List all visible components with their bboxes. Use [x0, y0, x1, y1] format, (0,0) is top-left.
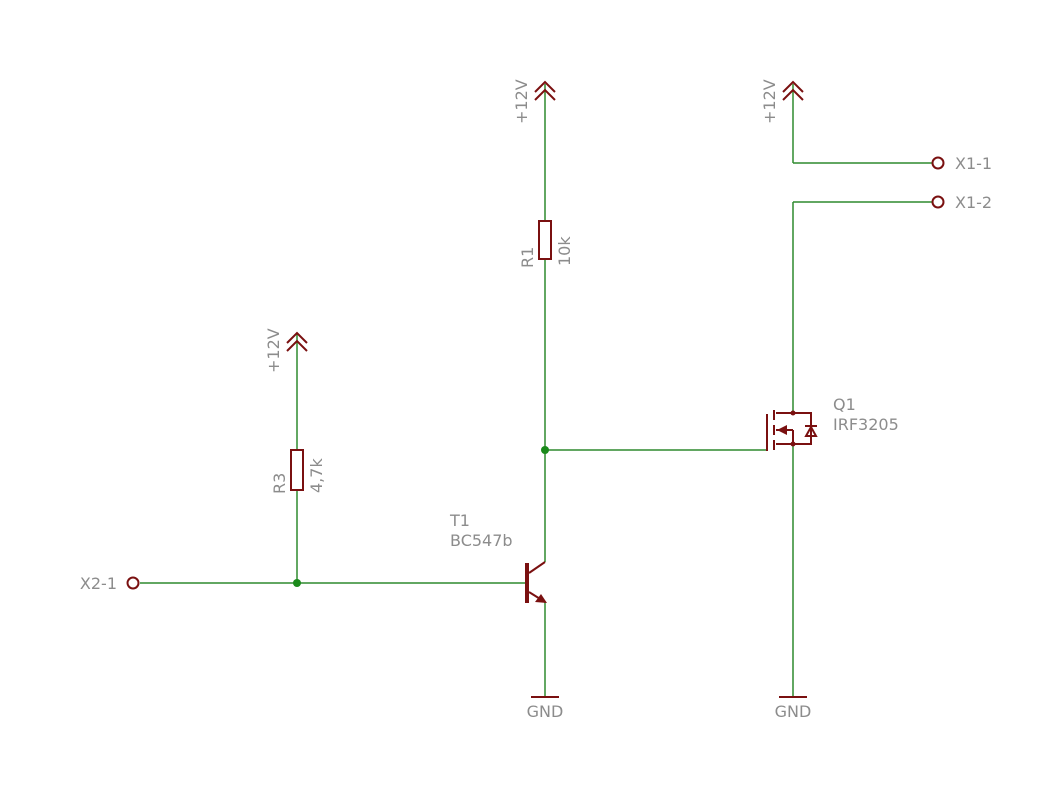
- junction-base-node: [293, 579, 301, 587]
- connector-x1-2[interactable]: X1-2: [931, 193, 993, 212]
- connector-pad-icon[interactable]: [931, 195, 945, 209]
- resistor-r3: R3 4,7k: [270, 449, 326, 494]
- npn-emitter-arrow-icon: [535, 594, 547, 603]
- resistor-value: 4,7k: [307, 458, 326, 493]
- resistor-icon: [290, 449, 304, 491]
- junction-collector-node: [541, 446, 549, 454]
- connector-label: X2-1: [80, 574, 117, 593]
- transistor-t1: T1 BC547b: [449, 511, 547, 603]
- vcc-arrow-icon: [286, 339, 308, 352]
- resistor-name: R3: [270, 473, 289, 494]
- transistor-name: T1: [449, 511, 470, 530]
- connector-label: X1-2: [955, 193, 992, 212]
- mosfet-q1: Q1 IRF3205: [766, 395, 899, 451]
- body-diode-icon: [804, 424, 818, 437]
- mosfet-dot-icon: [790, 410, 796, 416]
- resistor-icon: [538, 220, 552, 260]
- gnd-label: GND: [775, 702, 812, 721]
- connector-x1-1[interactable]: X1-1: [931, 154, 993, 173]
- vcc-arrow-icon: [286, 331, 308, 344]
- connector-x2-1[interactable]: X2-1: [80, 574, 140, 593]
- vcc-label: +12V: [760, 79, 779, 124]
- supply-vcc-q1: +12V: [760, 79, 804, 124]
- mosfet-dot-icon: [790, 441, 796, 447]
- resistor-r1: R1 10k: [518, 220, 574, 268]
- vcc-label: +12V: [512, 79, 531, 124]
- mosfet-name: Q1: [833, 395, 856, 414]
- supply-vcc-r3: +12V: [264, 328, 308, 373]
- resistor-value: 10k: [555, 236, 574, 266]
- vcc-arrow-icon: [782, 80, 804, 93]
- resistor-name: R1: [518, 247, 537, 268]
- npn-collector-lead-icon: [528, 561, 546, 574]
- vcc-label: +12V: [264, 328, 283, 373]
- npn-base-bar-icon: [525, 563, 529, 603]
- vcc-arrow-icon: [534, 80, 556, 93]
- supply-vcc-r1: +12V: [512, 79, 556, 124]
- connector-label: X1-1: [955, 154, 992, 173]
- vcc-arrow-icon: [782, 88, 804, 101]
- transistor-value: BC547b: [450, 531, 513, 550]
- gnd-label: GND: [527, 702, 564, 721]
- connector-pad-icon[interactable]: [931, 156, 945, 170]
- connector-pad-icon[interactable]: [126, 576, 140, 590]
- vcc-arrow-icon: [534, 88, 556, 101]
- mosfet-value: IRF3205: [833, 415, 899, 434]
- wires: [140, 84, 932, 697]
- mosfet-arrow-icon: [777, 425, 787, 435]
- ground-q1: GND: [775, 696, 812, 721]
- ground-t1: GND: [527, 696, 564, 721]
- body-diode-wire-icon: [793, 412, 812, 445]
